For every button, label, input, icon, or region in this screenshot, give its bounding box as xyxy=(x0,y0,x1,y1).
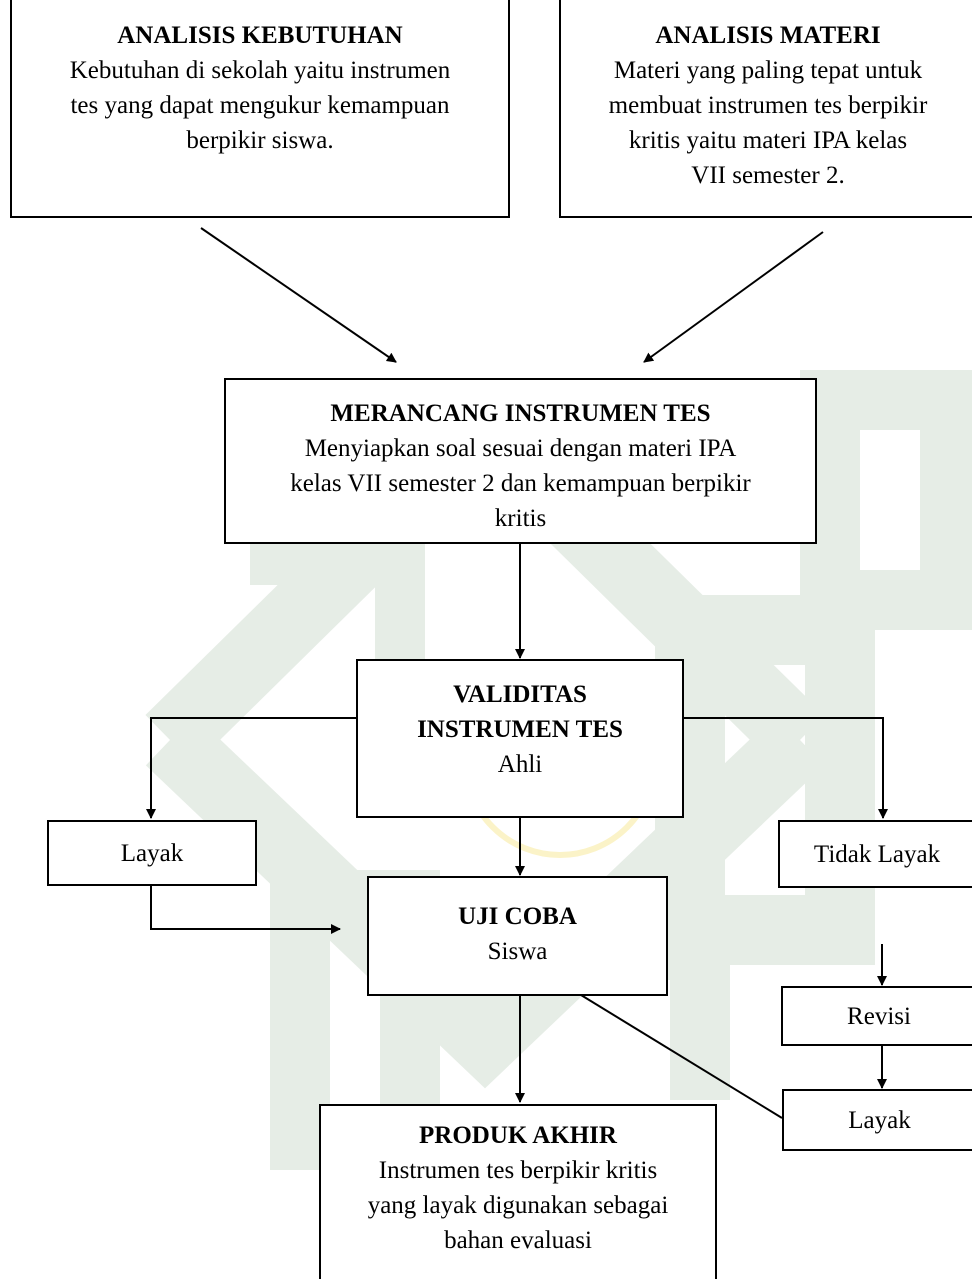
revisi-box: Revisi xyxy=(781,986,972,1046)
produk-akhir-line: yang layak digunakan sebagai xyxy=(367,1192,669,1219)
analisis-materi-line: kritis yaitu materi IPA kelas xyxy=(628,127,908,154)
produk-akhir-title: PRODUK AKHIR xyxy=(419,1122,617,1149)
analisis-kebutuhan-line: berpikir siswa. xyxy=(186,127,334,154)
analisis-materi-box: ANALISIS MATERI Materi yang paling tepat… xyxy=(559,0,972,218)
validitas-text: Ahli xyxy=(497,751,543,778)
layak-right-box: Layak xyxy=(782,1089,972,1151)
line-validitas-to-tidak-layak xyxy=(683,717,888,819)
analisis-materi-title: ANALISIS MATERI xyxy=(655,22,881,49)
arrow-layak-left-to-uji-coba xyxy=(150,886,341,934)
layak-left-box: Layak xyxy=(47,820,257,886)
merancang-line: kelas VII semester 2 dan kemampuan berpi… xyxy=(290,470,751,497)
arrow-layak-right-to-uji-coba xyxy=(562,983,783,1119)
layak-right-label: Layak xyxy=(848,1106,911,1134)
tidak-layak-box: Tidak Layak xyxy=(778,820,972,888)
analisis-kebutuhan-line: Kebutuhan di sekolah yaitu instrumen xyxy=(69,57,451,84)
analisis-materi-line: membuat instrumen tes berpikir xyxy=(608,92,928,119)
analisis-kebutuhan-title: ANALISIS KEBUTUHAN xyxy=(117,22,403,49)
validitas-title-line: VALIDITAS xyxy=(453,681,587,708)
uji-coba-text: Siswa xyxy=(487,938,548,965)
tidak-layak-label: Tidak Layak xyxy=(813,840,941,868)
produk-akhir-line: bahan evaluasi xyxy=(444,1227,592,1254)
revisi-label: Revisi xyxy=(847,1002,911,1030)
merancang-line: kritis xyxy=(494,505,547,532)
arrow-kebutuhan-to-merancang xyxy=(200,227,397,363)
analisis-materi-line: Materi yang paling tepat untuk xyxy=(613,57,923,84)
merancang-line: Menyiapkan soal sesuai dengan materi IPA xyxy=(304,435,737,462)
produk-akhir-box: PRODUK AKHIR Instrumen tes berpikir krit… xyxy=(319,1104,717,1279)
analisis-kebutuhan-line: tes yang dapat mengukur kemampuan xyxy=(70,92,450,119)
validitas-box: VALIDITAS INSTRUMEN TES Ahli xyxy=(356,659,684,818)
uji-coba-title: UJI COBA xyxy=(458,903,577,930)
analisis-kebutuhan-box: ANALISIS KEBUTUHAN Kebutuhan di sekolah … xyxy=(10,0,510,218)
uji-coba-box: UJI COBA Siswa xyxy=(367,876,668,996)
merancang-instrumen-box: MERANCANG INSTRUMEN TES Menyiapkan soal … xyxy=(224,378,817,544)
merancang-title: MERANCANG INSTRUMEN TES xyxy=(330,400,711,427)
produk-akhir-line: Instrumen tes berpikir kritis xyxy=(378,1157,658,1184)
layak-left-label: Layak xyxy=(120,839,184,867)
validitas-title-line: INSTRUMEN TES xyxy=(417,716,623,743)
line-validitas-to-layak-left xyxy=(146,717,357,819)
arrow-materi-to-merancang xyxy=(643,231,824,363)
analisis-materi-line: VII semester 2. xyxy=(691,162,845,189)
